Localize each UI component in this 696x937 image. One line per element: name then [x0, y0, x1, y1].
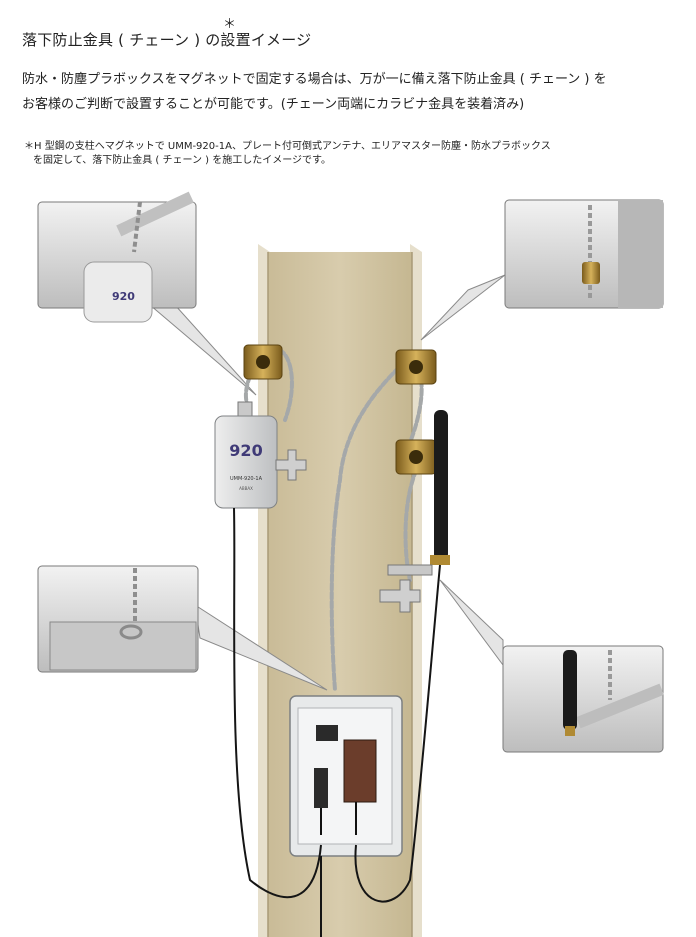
callout-photo-device-top: 920 [37, 191, 197, 323]
magnet-mount-right-top [395, 349, 437, 385]
note-line-1: ＊H 型鋼の支柱へマグネットで UMM-920-1A、プレート付可倒式アンテナ、… [24, 141, 551, 152]
umm-920-1a-device: 920 UMM-920-1A ABBAX [214, 401, 307, 509]
cables [233, 507, 441, 937]
note-line-2: を固定して、落下防止金具 ( チェーン ) を施工したイメージです。 [33, 155, 332, 166]
callout-photo-antenna-base [502, 645, 664, 753]
intro-text: 防水・防塵プラボックスをマグネットで固定する場合は、万が一に備え落下防止金具 (… [22, 67, 682, 117]
intro-line-2: お客様のご判断で設置することが可能です。(チェーン両端にカラビナ金具を装着済み) [22, 97, 525, 112]
magnet-mount-right-bottom [395, 439, 437, 475]
title-asterisk: ＊ [223, 17, 237, 32]
page-title: 落下防止金具 ( チェーン ) の設置イメージ [22, 31, 312, 49]
antenna [379, 410, 450, 613]
callout-device-number: 920 [112, 290, 135, 303]
waterproof-enclosure [289, 695, 403, 857]
callout-photo-magnet-top [504, 199, 664, 309]
intro-line-1: 防水・防塵プラボックスをマグネットで固定する場合は、万が一に備え落下防止金具 (… [22, 72, 607, 87]
device-model: UMM-920-1A [230, 476, 263, 482]
magnet-mount-left [243, 344, 283, 380]
device-number: 920 [229, 441, 262, 460]
callout-photo-enclosure-top [37, 565, 199, 673]
installation-note: ＊H 型鋼の支柱へマグネットで UMM-920-1A、プレート付可倒式アンテナ、… [24, 140, 684, 168]
callout-pointers [148, 274, 506, 691]
device-brand: ABBAX [239, 486, 253, 491]
